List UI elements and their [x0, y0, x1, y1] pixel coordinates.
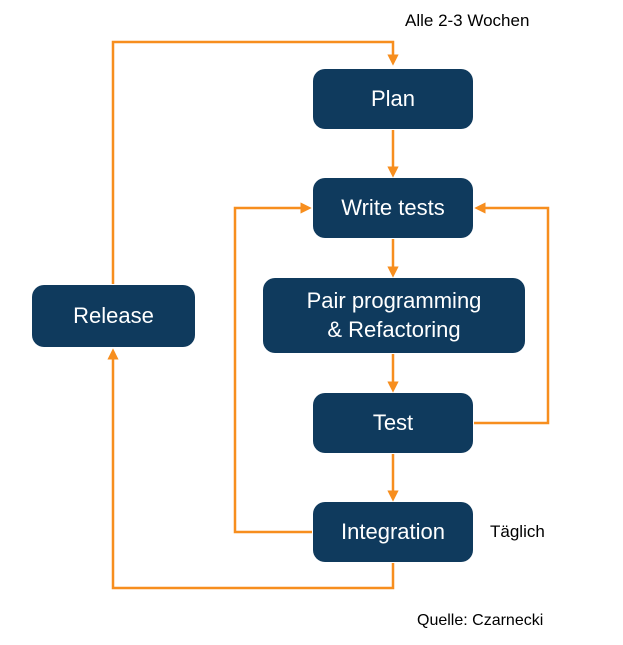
node-plan-label: Plan — [370, 85, 416, 111]
node-release: Release — [32, 285, 195, 347]
arrow-integration-to-release-bottom-loop — [107, 348, 395, 590]
node-write-tests: Write tests — [313, 178, 473, 238]
node-test-label: Test — [372, 409, 414, 435]
daily-label: Täglich — [490, 522, 545, 541]
cycle-interval-label: Alle 2-3 Wochen — [405, 11, 530, 30]
node-pair-programming: Pair programming & Refactoring — [263, 278, 525, 353]
arrow-release-to-plan-top-loop — [111, 40, 399, 284]
node-integration: Integration — [313, 502, 473, 562]
node-test: Test — [313, 393, 473, 453]
node-integration-label: Integration — [341, 518, 445, 544]
arrow-integration-to-write-tests-left-loop — [233, 202, 312, 534]
node-release-label: Release — [73, 302, 154, 328]
node-pair-programming-label-line2: & Refactoring — [327, 316, 461, 342]
source-credit-label: Quelle: Czarnecki — [417, 612, 544, 629]
node-write-tests-label: Write tests — [341, 194, 445, 220]
node-plan: Plan — [313, 69, 473, 129]
node-pair-programming-label-line1: Pair programming — [306, 287, 482, 313]
arrow-test-to-write-tests-right-loop — [474, 202, 550, 425]
